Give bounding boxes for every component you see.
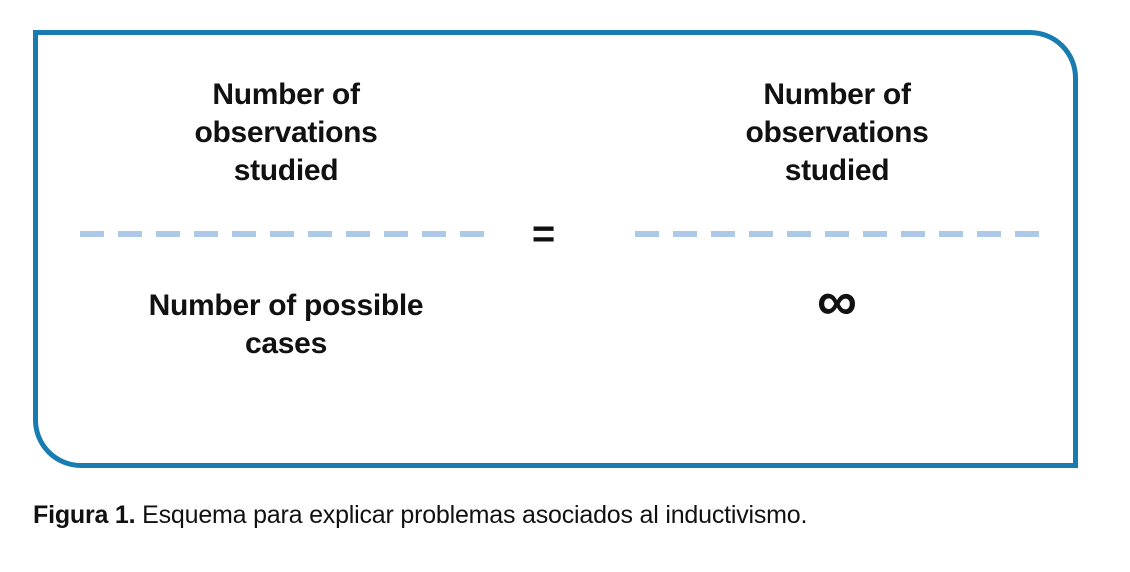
right-fraction: Number of observations studied ∞ <box>635 35 1039 329</box>
figure-caption: Figura 1. Esquema para explicar problema… <box>33 500 1097 530</box>
equals-slot: = <box>531 212 556 256</box>
figure-caption-text: Esquema para explicar problemas asociado… <box>135 501 808 529</box>
equation-row: Number of observations studied Number of… <box>38 35 1073 463</box>
right-fraction-numerator: Number of observations studied <box>745 78 929 187</box>
right-fraction-bar <box>635 231 1039 237</box>
left-fraction-bar <box>80 231 492 237</box>
equals-spacer <box>492 35 635 231</box>
equals-column: = <box>492 35 635 256</box>
left-fraction-denominator: Number of possible cases <box>148 289 424 360</box>
left-fraction: Number of observations studied Number of… <box>80 35 492 363</box>
left-fraction-numerator: Number of observations studied <box>194 78 378 187</box>
infinity-symbol: ∞ <box>817 269 857 332</box>
figure-caption-label: Figura 1. <box>33 501 136 529</box>
equation-box: Number of observations studied Number of… <box>33 30 1078 468</box>
